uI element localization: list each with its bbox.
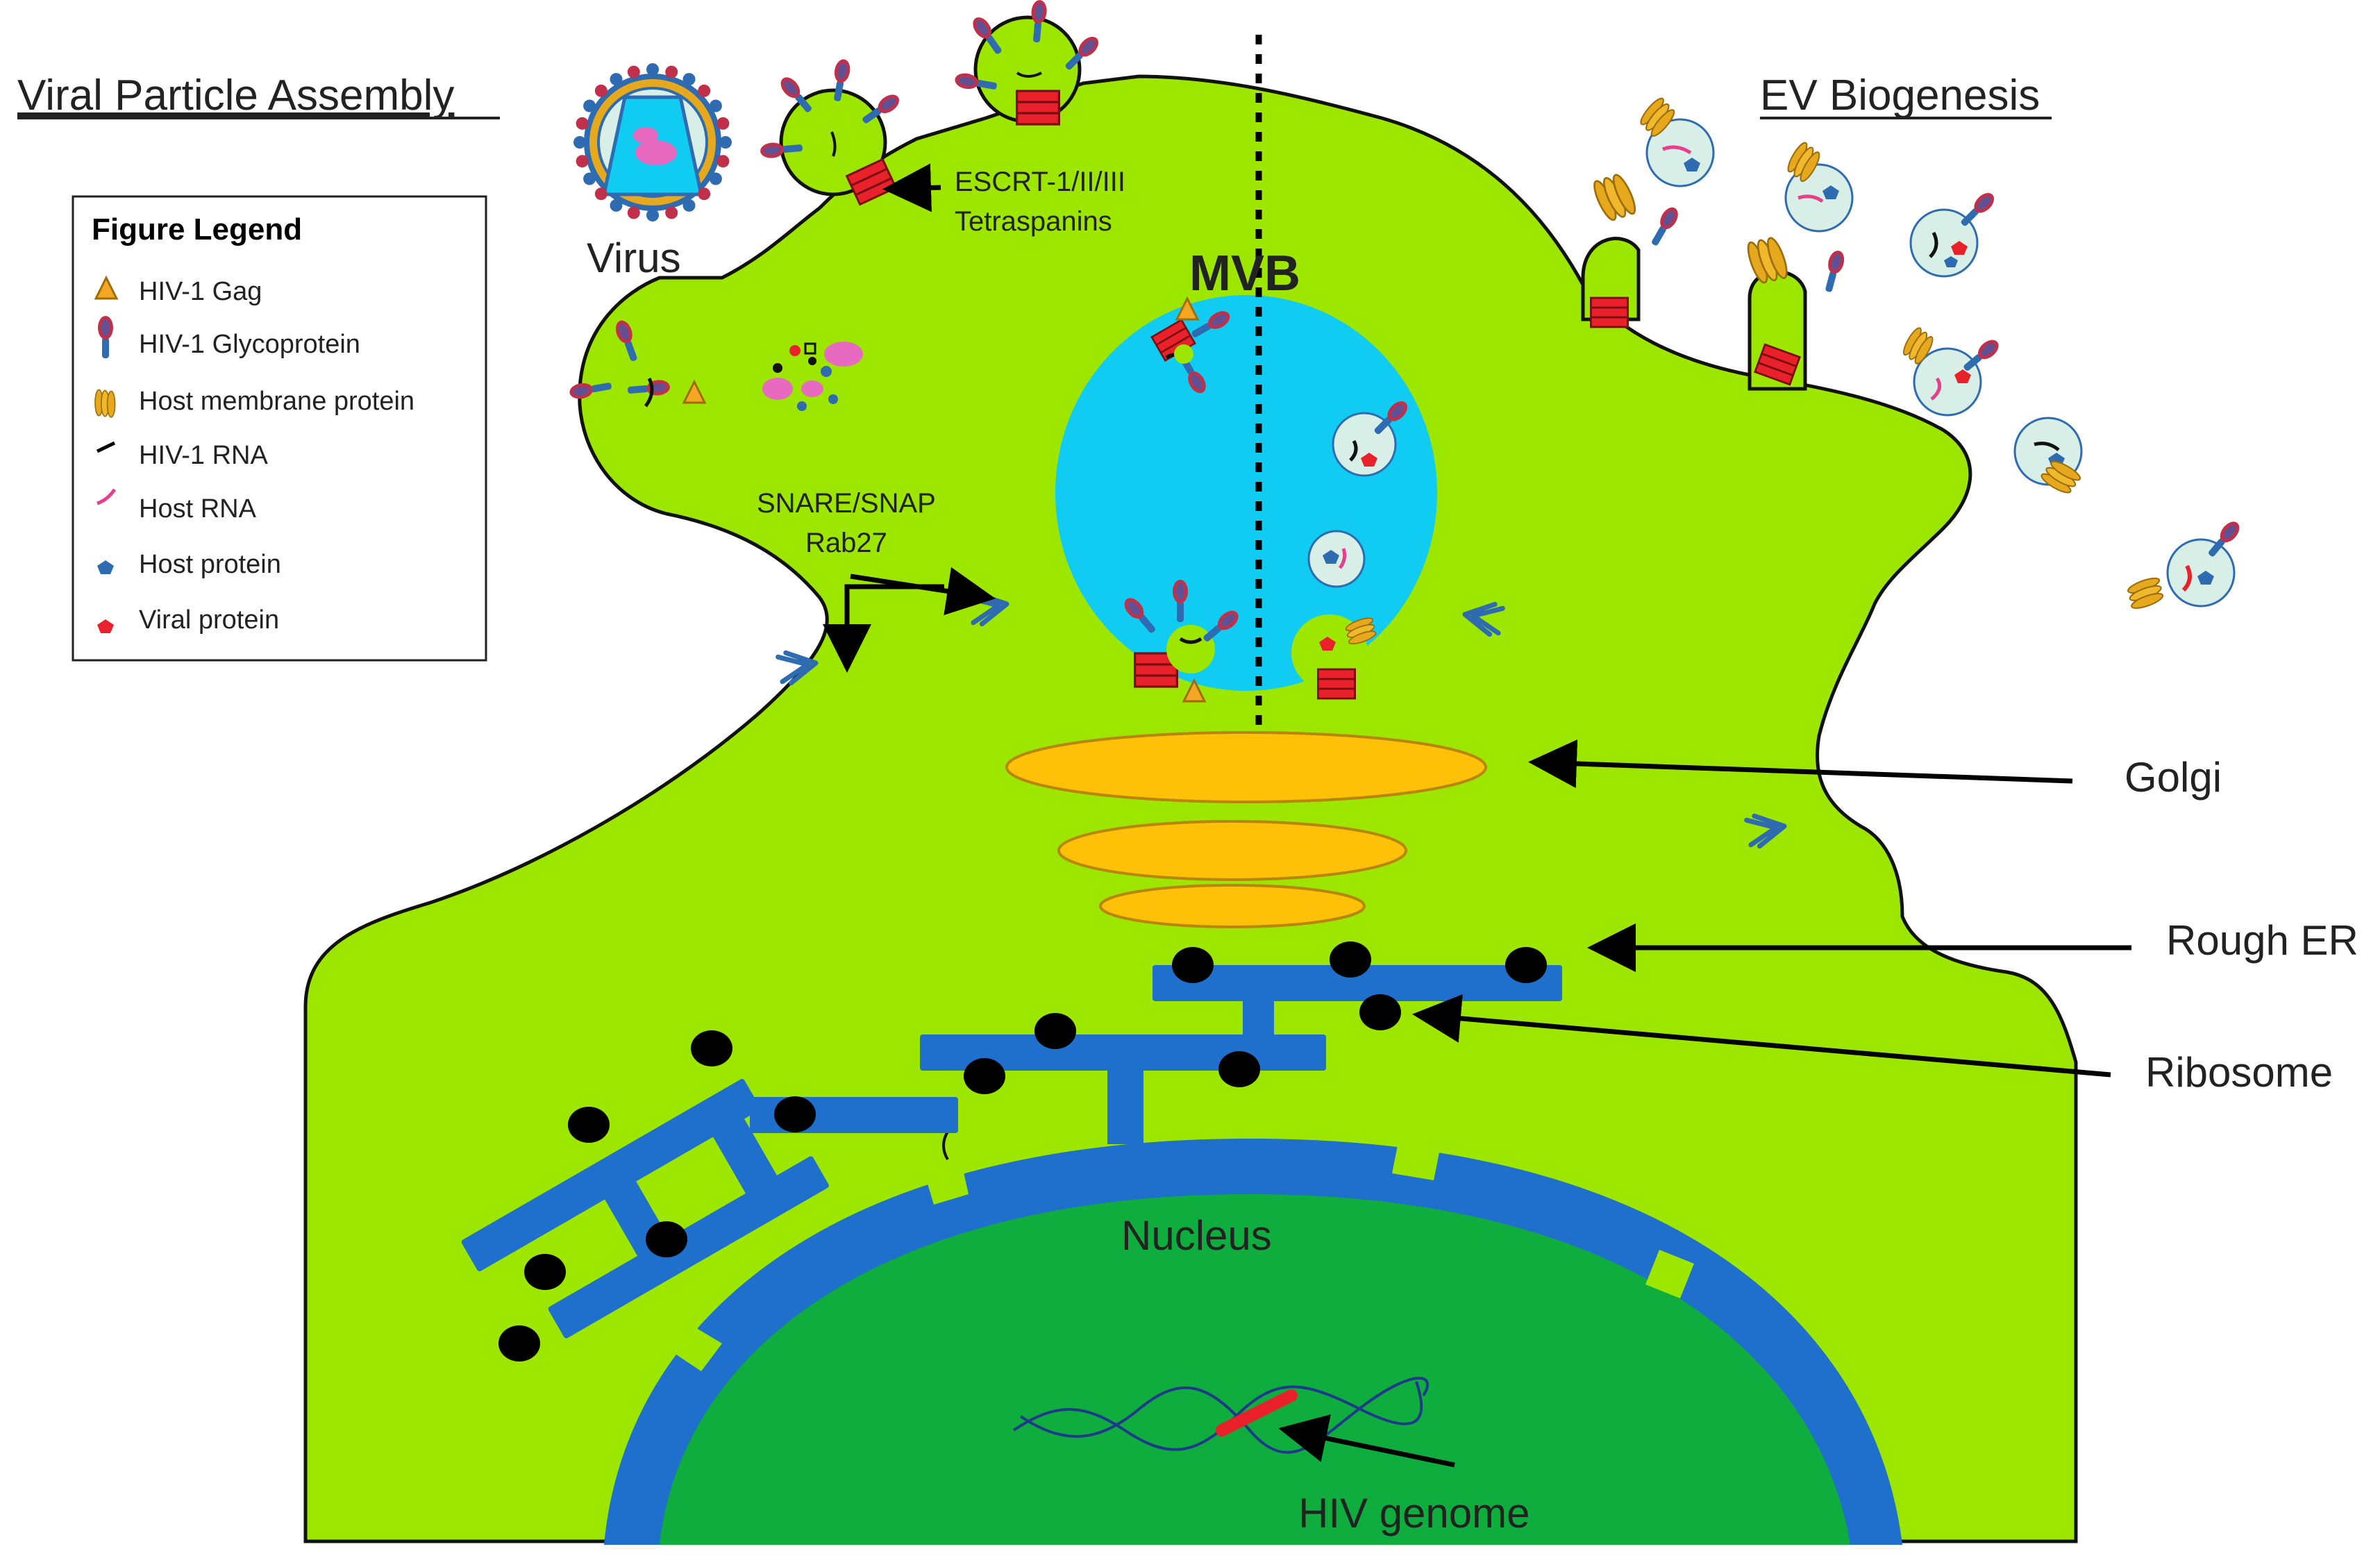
ilv-right-2: [1307, 530, 1366, 588]
virus-spike: [709, 172, 722, 185]
virus-spike: [573, 136, 586, 149]
budding-virus-2: [953, 0, 1103, 126]
title-right: EV Biogenesis: [1760, 72, 2040, 119]
label-hiv-genome: HIV genome: [1298, 1490, 1530, 1536]
virus-spike: [716, 117, 730, 130]
ev-4: [1899, 325, 2002, 417]
virus-spike: [627, 65, 640, 78]
virus-spike: [627, 206, 640, 219]
virus-spike: [583, 172, 596, 185]
virus-spike: [594, 187, 607, 201]
legend-item-label: Host membrane protein: [139, 387, 414, 416]
host-rna-icon: [97, 488, 117, 505]
hiv-genome-dna: [1012, 1377, 1429, 1454]
budding-virus-1: [760, 58, 903, 206]
virus-spike: [583, 99, 596, 112]
rna-icon: [96, 441, 116, 453]
virus-particle: [573, 63, 732, 221]
virus-spike: [682, 73, 696, 86]
ev-2: [1783, 140, 1854, 233]
virus-spike: [665, 65, 678, 78]
golgi: [1005, 731, 1487, 928]
virus-spike: [646, 209, 659, 221]
legend-item-label: HIV-1 RNA: [139, 441, 268, 470]
arrow-snare-right: [850, 567, 996, 616]
ilv-top-left: [1150, 296, 1233, 396]
released-evs: [1636, 94, 2243, 612]
ribosomes: [498, 941, 1547, 1362]
virus-spike: [610, 73, 623, 86]
virus-spike: [665, 206, 678, 219]
label-mvb: MVB: [1189, 246, 1300, 301]
legend-heading: Figure Legend: [92, 212, 302, 246]
label-ribosome: Ribosome: [2145, 1049, 2333, 1096]
label-virus: Virus: [587, 235, 681, 281]
viral-protein-icon: [97, 619, 114, 633]
nucleus: [604, 1103, 1902, 1545]
virus-spike: [576, 117, 589, 130]
legend-item-label: Host protein: [139, 550, 281, 579]
virus-spike: [594, 84, 607, 97]
virus-spike: [709, 99, 722, 112]
virus-spike: [698, 187, 711, 201]
virus-spike: [576, 155, 589, 168]
ilv-right-1: [1332, 397, 1411, 477]
label-snare-1: SNARE/SNAP: [757, 488, 936, 519]
ev-3: [1909, 189, 1998, 278]
virus-spike: [698, 84, 711, 97]
ilv-bottom-right: [1291, 614, 1380, 700]
ev-bud-2: [1743, 233, 1847, 391]
label-rough-er: Rough ER: [2166, 917, 2358, 964]
ilv-bottom-left: [1121, 580, 1242, 703]
arrow-hiv-genome: [1278, 1414, 1455, 1468]
label-nucleus: Nucleus: [1121, 1212, 1272, 1259]
label-snare-2: Rab27: [805, 528, 887, 558]
legend-item-label: Host RNA: [139, 494, 257, 523]
legend-item-label: HIV-1 Gag: [139, 277, 262, 306]
arrow-golgi: [1528, 739, 2073, 788]
virus-spike: [682, 199, 696, 212]
arrow-escrt: [882, 163, 941, 212]
triangle-icon: [94, 275, 119, 300]
host-protein-icon: [97, 560, 114, 574]
arrows: [823, 163, 2131, 1468]
arrow-ribosome: [1412, 994, 2111, 1078]
label-golgi: Golgi: [2125, 754, 2222, 801]
ev-bud-1: [1581, 169, 1682, 328]
membrane-bud-left: [568, 318, 707, 408]
label-escrt-2: Tetraspanins: [955, 206, 1112, 237]
legend-item-label: Viral protein: [139, 605, 279, 635]
ev-1: [1636, 94, 1715, 187]
membrane-protein-icon: [94, 389, 116, 418]
mvb: [969, 295, 1503, 703]
legend-item-label: HIV-1 Glycoprotein: [139, 330, 360, 359]
viral-component-cluster: [762, 342, 863, 411]
virus-spike: [716, 155, 730, 168]
ev-6: [2124, 518, 2243, 612]
title-left: Viral Particle Assembly: [17, 72, 454, 119]
virus-spike: [610, 199, 623, 212]
label-escrt-1: ESCRT-1/II/III: [955, 167, 1125, 197]
ev-5: [2013, 417, 2084, 498]
virus-spike: [719, 136, 732, 149]
virus-spike: [646, 63, 659, 76]
